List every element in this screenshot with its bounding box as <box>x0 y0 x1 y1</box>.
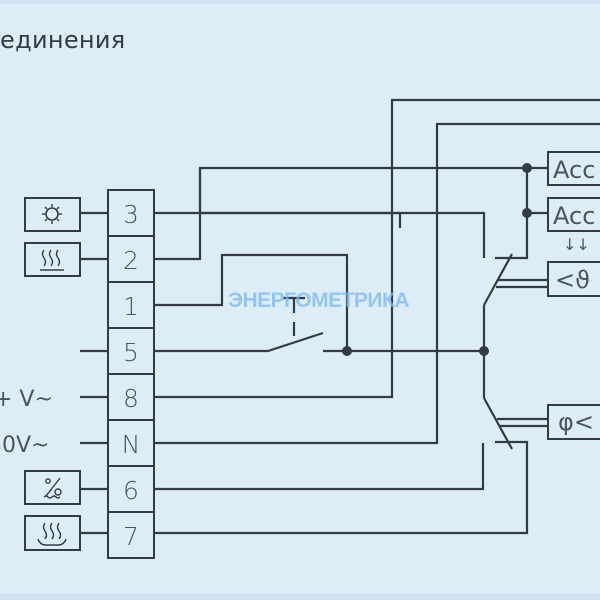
wire-terminal-2 <box>154 168 202 261</box>
terminal-cell <box>107 327 155 375</box>
terminal-cell <box>107 419 155 467</box>
humidity-sensor-box <box>547 404 600 440</box>
terminal-5: 5 <box>107 327 155 375</box>
top-border <box>0 0 600 4</box>
terminal-6: 6 <box>107 465 155 513</box>
terminal-cell <box>107 511 155 559</box>
terminal-label: N <box>122 430 141 459</box>
output-acc-1-box <box>547 151 600 186</box>
wire-terminal-3-switch <box>200 211 486 258</box>
wire-terminal-3 <box>154 166 548 228</box>
heating-waves-icon <box>40 249 64 271</box>
terminal-3: 3 <box>107 189 155 237</box>
manual-switch-actuator <box>283 296 305 336</box>
terminal-label: 5 <box>123 338 139 367</box>
junction-node <box>522 208 532 218</box>
temperature-sensor-label: <ϑ <box>555 266 590 294</box>
junctions <box>342 163 532 356</box>
supply-neutral-label: 30V~ <box>0 433 49 458</box>
down-arrows-icon: ↓↓ <box>563 235 590 254</box>
wire-terminal-8 <box>154 98 600 399</box>
bottom-border <box>0 594 600 600</box>
floor-heating-icon <box>37 522 67 546</box>
wire-terminal-7 <box>154 440 529 535</box>
terminal-block: 3 2 1 5 8N 6 7 <box>107 189 155 559</box>
wire-terminal-N <box>154 122 600 445</box>
humidity-sensor-label: φ< <box>558 408 594 436</box>
terminal-label: 1 <box>123 292 139 321</box>
snowflake-sun-icon <box>42 204 62 224</box>
terminal-label: 3 <box>123 200 139 229</box>
terminal-8: 8 <box>107 373 155 421</box>
output-acc-2-label: Acc <box>553 202 595 230</box>
terminal-7: 7 <box>107 511 155 559</box>
right-devices: Acc Acc ↓↓ <ϑ φ< <box>547 151 600 440</box>
supply-phase-label: + V~ <box>0 387 53 412</box>
diagram-title: единения <box>0 26 126 54</box>
junction-node <box>342 346 352 356</box>
junction-node <box>522 163 532 173</box>
terminal-cell <box>107 235 155 283</box>
terminal-N: N <box>107 419 155 467</box>
switch-lower-blade <box>483 397 513 450</box>
watermark: ЭНЕРГОМЕТРИКА <box>228 289 409 312</box>
terminal-cell <box>107 373 155 421</box>
humidity-percent-icon <box>43 477 62 499</box>
left-devices <box>24 197 81 551</box>
output-acc-2-box <box>547 197 600 232</box>
terminal-label: 2 <box>123 246 139 275</box>
terminal-2: 2 <box>107 235 155 283</box>
wires <box>80 98 600 535</box>
terminal-label: 6 <box>123 476 139 505</box>
terminal-label: 8 <box>123 384 139 413</box>
terminal-label: 7 <box>123 522 139 551</box>
wire-terminal-1 <box>154 253 349 351</box>
temperature-sensor-box <box>547 261 600 297</box>
wire-acc-bus <box>495 168 529 260</box>
wire-terminal-5 <box>154 331 324 353</box>
junction-node <box>479 346 489 356</box>
wire-terminal-6 <box>154 443 485 491</box>
device-box-cooling <box>24 197 81 232</box>
terminal-1: 1 <box>107 281 155 329</box>
output-acc-1-label: Acc <box>553 156 595 184</box>
